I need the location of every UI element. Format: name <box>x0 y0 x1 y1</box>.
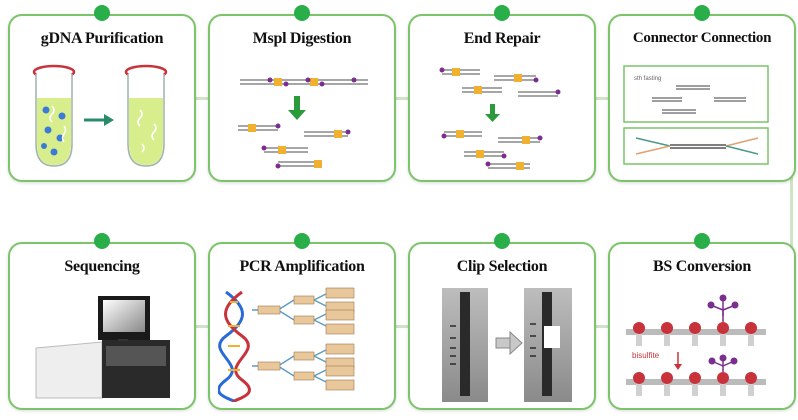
bisulfite-illustration: bisulfite <box>626 294 766 396</box>
gdna-tubes-illustration <box>32 64 168 167</box>
tube-after <box>124 64 168 167</box>
step-title: Clip Selection <box>456 258 548 275</box>
mspl-digestion-illustration <box>238 77 368 169</box>
step-clip-selection: Clip Selection <box>408 233 596 410</box>
down-arrow <box>485 104 500 122</box>
step-bs-conversion: BS Conversion bisulfite <box>608 233 796 410</box>
step-title: Sequencing <box>64 258 140 275</box>
sequencer-illustration <box>35 296 170 399</box>
step-title: Connector Connection <box>632 30 772 46</box>
step-node <box>694 5 710 21</box>
step-node <box>294 5 310 21</box>
step-sequencing: Sequencing <box>8 233 196 410</box>
step-node <box>94 233 110 249</box>
step-pcr-amplification: PCR Amplification <box>208 233 396 410</box>
right-side-connector <box>790 97 793 329</box>
step-gdna-purification: gDNA Purification <box>8 5 196 182</box>
step-title: End Repair <box>463 30 541 47</box>
pcr-illustration <box>218 287 355 402</box>
gel-illustration <box>442 288 572 402</box>
strand-before <box>626 294 766 346</box>
step-connector-connection: Connector Connection sth fasting <box>608 5 796 182</box>
tube-before <box>32 64 76 167</box>
top-row-connector <box>100 97 700 100</box>
step-node <box>94 5 110 21</box>
step-node <box>294 233 310 249</box>
down-arrow <box>288 96 306 120</box>
step-node <box>494 233 510 249</box>
arrow-right <box>495 330 523 356</box>
strand-after <box>626 354 766 396</box>
step-title: PCR Amplification <box>239 258 365 275</box>
step-node <box>494 5 510 21</box>
connector-illustration: sth fasting <box>623 65 769 165</box>
arrow-right <box>84 114 114 126</box>
step-end-repair: End Repair <box>408 5 596 182</box>
step-mspl-digestion: Mspl Digestion <box>208 5 396 182</box>
connector-panel-label: sth fasting <box>634 76 661 82</box>
bottom-row-connector <box>100 325 700 328</box>
end-repair-illustration <box>439 67 561 170</box>
step-node <box>694 233 710 249</box>
dna-helix <box>218 290 251 402</box>
bisulfite-label: bisulfite <box>632 351 660 360</box>
step-title: Mspl Digestion <box>252 30 352 47</box>
step-title: BS Conversion <box>653 258 751 275</box>
step-title: gDNA Purification <box>40 30 164 47</box>
